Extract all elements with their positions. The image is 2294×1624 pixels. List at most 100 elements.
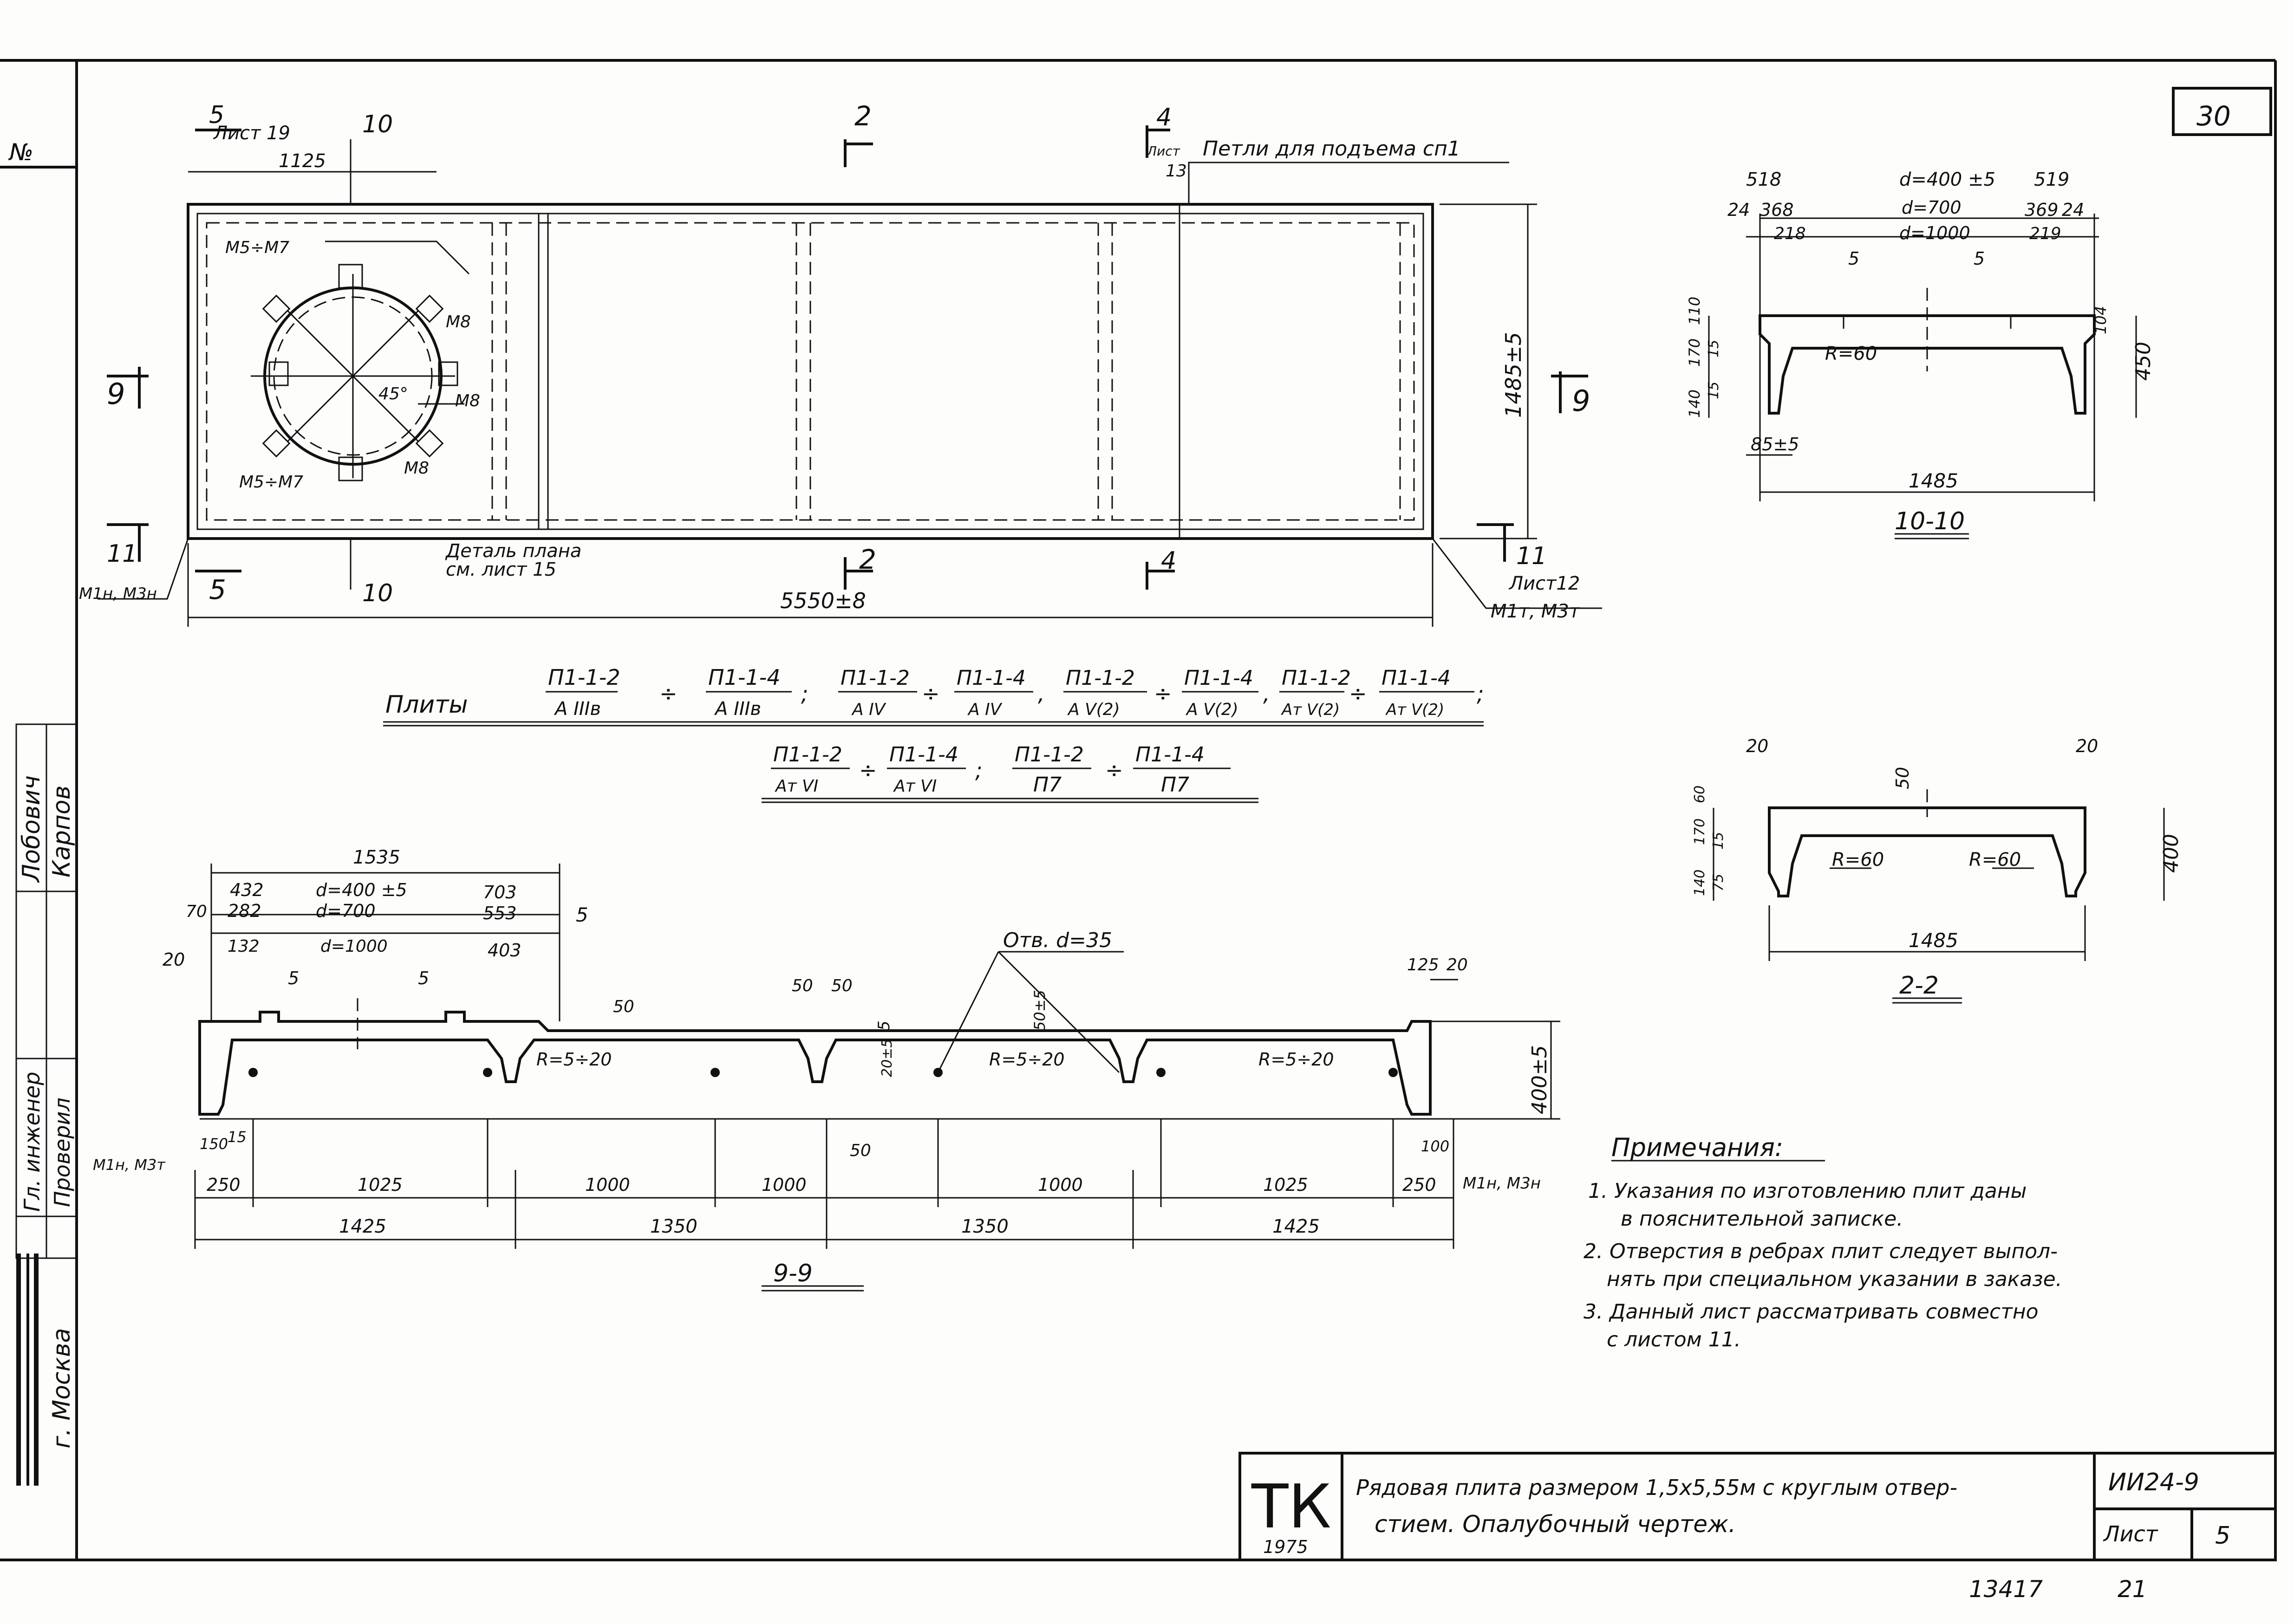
stamp-role-1: Гл. инженер [20,1072,45,1212]
plate-4-den: А IV [967,700,1003,719]
s9-dim-d700: d=700 [316,901,376,921]
section-mark-4-top: 4 [1156,104,1172,131]
s9-dim-70: 70 [186,902,207,921]
s10-dim-24a: 24 [1727,200,1750,220]
section-mark-9-right: 9 [1572,384,1590,418]
s9-bottom-dim-6: 1025 [1263,1175,1308,1195]
s9-total-dim-2: 1350 [650,1216,697,1237]
s2-dim-20b: 20 [2076,736,2098,756]
s9-dim-553: 553 [483,903,517,923]
s9-dim-282: 282 [228,901,261,921]
s10-dim-140: 140 [1686,390,1703,418]
svg-text:÷: ÷ [922,681,940,706]
label-m1n: М1н, М3н [79,585,157,603]
s9-total-dim-4: 1425 [1272,1216,1320,1237]
s10-dim-d700: d=700 [1902,197,1962,218]
plate-7-den: Ат V(2) [1281,701,1340,719]
title-line-1: Рядовая плита размером 1,5х5,55м с кругл… [1356,1475,1957,1500]
dim-plan-height: 1485±5 [1501,332,1526,418]
section-9-9 [194,864,1560,1292]
s9-radius-c: R=5÷20 [1258,1049,1334,1070]
svg-text:,: , [1038,681,1045,706]
s10-dim-369: 369 [2025,200,2059,220]
s10-dim-5a: 5 [1848,248,1859,269]
plate-6-num: П1-1-4 [1184,666,1253,690]
section-mark-4-bottom: 4 [1161,547,1176,575]
corner-no-label: № [8,139,33,166]
plate-8-den: Ат V(2) [1385,701,1444,719]
s10-dim-170: 170 [1686,338,1703,367]
s2-dim-75: 75 [1710,874,1727,891]
s10-dim-368: 368 [1760,200,1794,220]
s9-radius-b: R=5÷20 [989,1049,1065,1070]
plate-10-num: П1-1-4 [889,743,958,767]
plate-12-num: П1-1-4 [1135,743,1205,767]
sheet-frame [0,59,2277,1561]
s9-dim-432: 432 [230,880,264,900]
s10-dim-518: 518 [1746,169,1781,190]
s9-dim-1535: 1535 [353,847,400,868]
s2-dim-400: 400 [2159,834,2183,873]
plate-6-den: А V(2) [1186,700,1238,719]
s9-dim-d1000: d=1000 [320,937,388,956]
note-line-4: нять при специальном указании в заказе. [1607,1267,2062,1291]
plate-3-num: П1-1-2 [841,666,910,690]
note-line-3: 2. Отверстия в ребрах плит следует выпол… [1584,1240,2058,1263]
svg-text:,: , [1263,681,1270,706]
label-m5m7-bottom: М5÷М7 [239,473,303,492]
left-stamp [15,723,78,1259]
plates-list [383,691,1484,803]
title-code: ИИ24-9 [2108,1468,2199,1496]
svg-text:÷: ÷ [1349,681,1367,706]
label-list13-b: 13 [1166,162,1187,181]
s10-dim-218: 218 [1774,224,1806,243]
s9-total-dim-1: 1425 [339,1216,386,1237]
title-block [1238,1452,2277,1561]
plate-2-den: А IIIв [714,698,761,720]
plate-2-num: П1-1-4 [708,665,781,690]
title-logo: ТК [1251,1471,1331,1542]
plan-view [98,125,1602,627]
section-mark-5-top: 5 [209,101,224,129]
svg-text:÷: ÷ [859,758,877,783]
plate-1-den: А IIIв [554,698,601,720]
dim-1125: 1125 [279,150,326,172]
s9-bottom-dim-2: 1025 [358,1175,403,1195]
label-loops: Петли для подъема сп1 [1203,137,1460,161]
label-m8-a: М8 [446,312,471,331]
section-mark-10-top: 10 [362,110,393,138]
stamp-role-2: Проверил [50,1098,75,1207]
s10-dim-5b: 5 [1974,248,1985,269]
s10-radius: R=60 [1825,343,1877,364]
note-line-5: 3. Данный лист рассматривать совместно [1584,1300,2039,1324]
section-mark-5-bottom: 5 [209,574,226,605]
s10-dim-110: 110 [1686,297,1703,325]
plate-8-num: П1-1-4 [1382,666,1451,690]
s9-dim-100: 100 [1421,1137,1449,1155]
s2-title: 2-2 [1899,972,1939,1000]
s2-dim-15: 15 [1710,832,1727,850]
title-line-2: стием. Опалубочный чертеж. [1375,1511,1736,1538]
plate-11-num: П1-1-2 [1015,743,1084,767]
s10-dim-219: 219 [2029,224,2061,243]
label-m5m7-top: М5÷М7 [225,238,289,257]
plate-7-num: П1-1-2 [1282,666,1351,690]
title-sheet-no: 5 [2215,1522,2230,1550]
note-line-1: 1. Указания по изготовлению плит даны [1588,1179,2027,1203]
svg-text:;: ; [1477,681,1484,706]
s9-total-dim-3: 1350 [961,1216,1009,1237]
s9-dim-5b: 5 [288,968,299,988]
s2-dim-60: 60 [1692,786,1708,803]
svg-text:÷: ÷ [1154,681,1172,706]
s9-dim-20a: 20 [163,949,185,970]
s9-dim-15: 15 [228,1128,247,1146]
stamp-barcode [16,1254,39,1486]
s9-dim-20pm: 20±5 [879,1039,895,1077]
title-sheet-label: Лист [2103,1521,2158,1546]
s9-dim-5c: 5 [418,968,429,988]
s9-dim-5a: 5 [576,903,588,926]
designation-bottom-1: 13417 [1969,1576,2043,1603]
plate-5-num: П1-1-2 [1066,666,1135,690]
